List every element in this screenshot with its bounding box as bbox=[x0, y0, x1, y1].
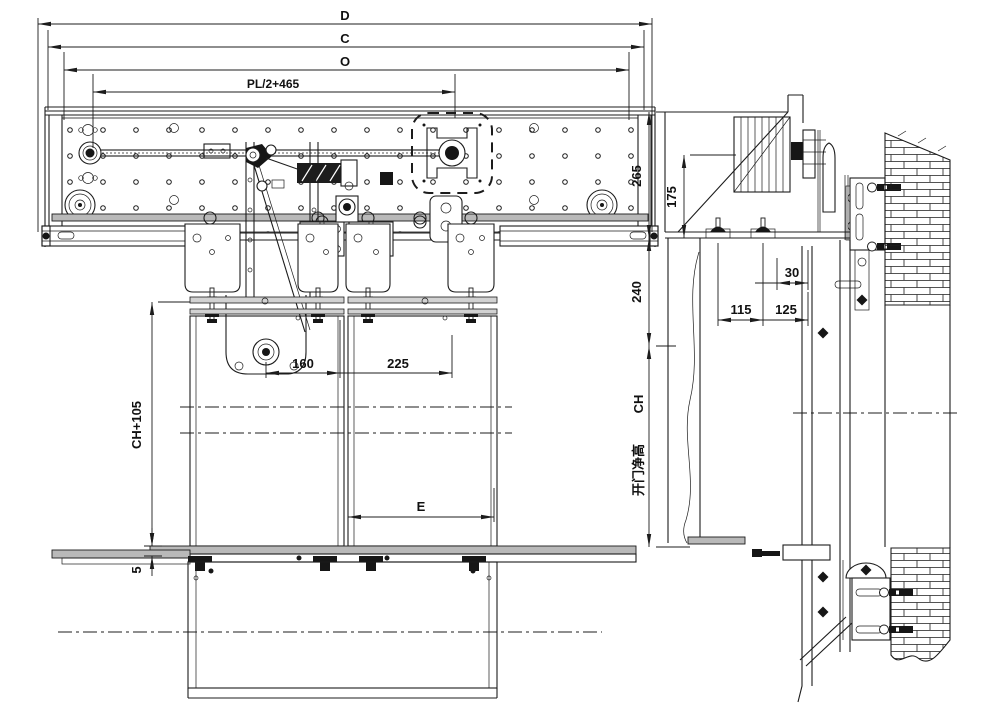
dimension-115-125: 115 125 bbox=[717, 243, 809, 326]
dim-label-pl: PL/2+465 bbox=[247, 77, 300, 91]
dim-label-160: 160 bbox=[292, 356, 314, 371]
dimension-sill-gap-5: 5 bbox=[129, 528, 162, 576]
hanger-plates bbox=[184, 223, 495, 293]
side-view: 265 175 240 CH 开门净高 30 115 125 bbox=[629, 94, 958, 703]
dimension-265: 265 bbox=[629, 111, 700, 238]
car-panel-break bbox=[667, 238, 746, 545]
dimension-ch105: CH+105 bbox=[129, 301, 190, 547]
dim-label-o: O bbox=[340, 54, 350, 69]
dim-label-ch105: CH+105 bbox=[129, 401, 144, 449]
side-door-panels bbox=[797, 240, 851, 703]
side-header-plate bbox=[665, 217, 869, 248]
dimension-door-width-E: E bbox=[347, 488, 495, 522]
drive-motor-dashed-outline bbox=[411, 112, 493, 194]
dim-label-175: 175 bbox=[664, 186, 679, 208]
dim-label-115: 115 bbox=[731, 302, 752, 317]
dim-label-c: C bbox=[340, 31, 350, 46]
dim-label-clear-height: 开门净高 bbox=[631, 444, 646, 496]
door-top-rails bbox=[189, 287, 498, 324]
side-operator-bracket bbox=[664, 94, 826, 233]
dimension-160-225: 160 225 bbox=[265, 320, 453, 378]
dimension-overall-O: O bbox=[63, 52, 630, 120]
dim-label-30: 30 bbox=[785, 265, 799, 280]
dim-label-240: 240 bbox=[629, 281, 644, 303]
dim-label-5: 5 bbox=[129, 566, 144, 573]
dimension-overall-D: D bbox=[37, 8, 653, 232]
dimension-belt-travel: PL/2+465 bbox=[92, 74, 456, 148]
front-view: D C O PL/2+465 160 225 CH+105 5 bbox=[37, 8, 659, 699]
lobed-hole bbox=[78, 124, 98, 184]
belt-drive bbox=[64, 141, 618, 221]
sill-support-arms bbox=[41, 225, 659, 247]
dimension-240: 240 bbox=[629, 238, 676, 347]
dim-label-225: 225 bbox=[387, 356, 409, 371]
dimension-overall-C: C bbox=[47, 30, 645, 110]
door-panels bbox=[180, 315, 512, 547]
dimension-30: 30 bbox=[755, 250, 809, 290]
dim-label-d: D bbox=[340, 8, 349, 23]
dim-label-e: E bbox=[417, 499, 426, 514]
dimension-175: 175 bbox=[664, 154, 736, 238]
dim-label-265: 265 bbox=[629, 165, 644, 187]
dim-label-125: 125 bbox=[775, 302, 797, 317]
dimension-clear-height: CH 开门净高 bbox=[631, 346, 690, 548]
apron-panel bbox=[58, 561, 602, 699]
side-sill-cluster bbox=[752, 544, 914, 667]
wall-bracket-upper bbox=[849, 177, 902, 252]
dim-label-ch: CH bbox=[631, 395, 646, 414]
